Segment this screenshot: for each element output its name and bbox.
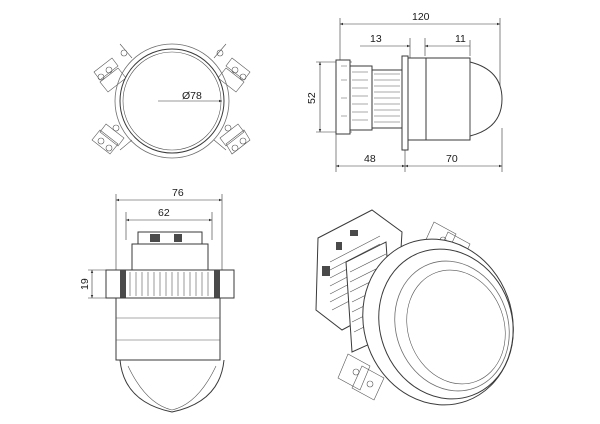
overall-length-label: 120	[412, 11, 430, 23]
lens-diameter-label: Ø78	[182, 90, 202, 102]
inner-width-label: 62	[158, 207, 170, 219]
front-length-label: 70	[446, 153, 458, 165]
height-label: 52	[306, 92, 318, 104]
side-view: 120 13 11 52 4	[306, 11, 503, 172]
flange-width-label: 76	[172, 187, 184, 199]
lens-offset-label: 11	[455, 33, 466, 45]
front-view: Ø78	[91, 43, 251, 159]
rear-length-label: 48	[364, 153, 376, 165]
top-view: 76 62 19	[79, 187, 235, 413]
isometric-view	[315, 209, 514, 406]
flange-height-label: 19	[79, 278, 91, 290]
front-offset-label: 13	[370, 33, 382, 45]
